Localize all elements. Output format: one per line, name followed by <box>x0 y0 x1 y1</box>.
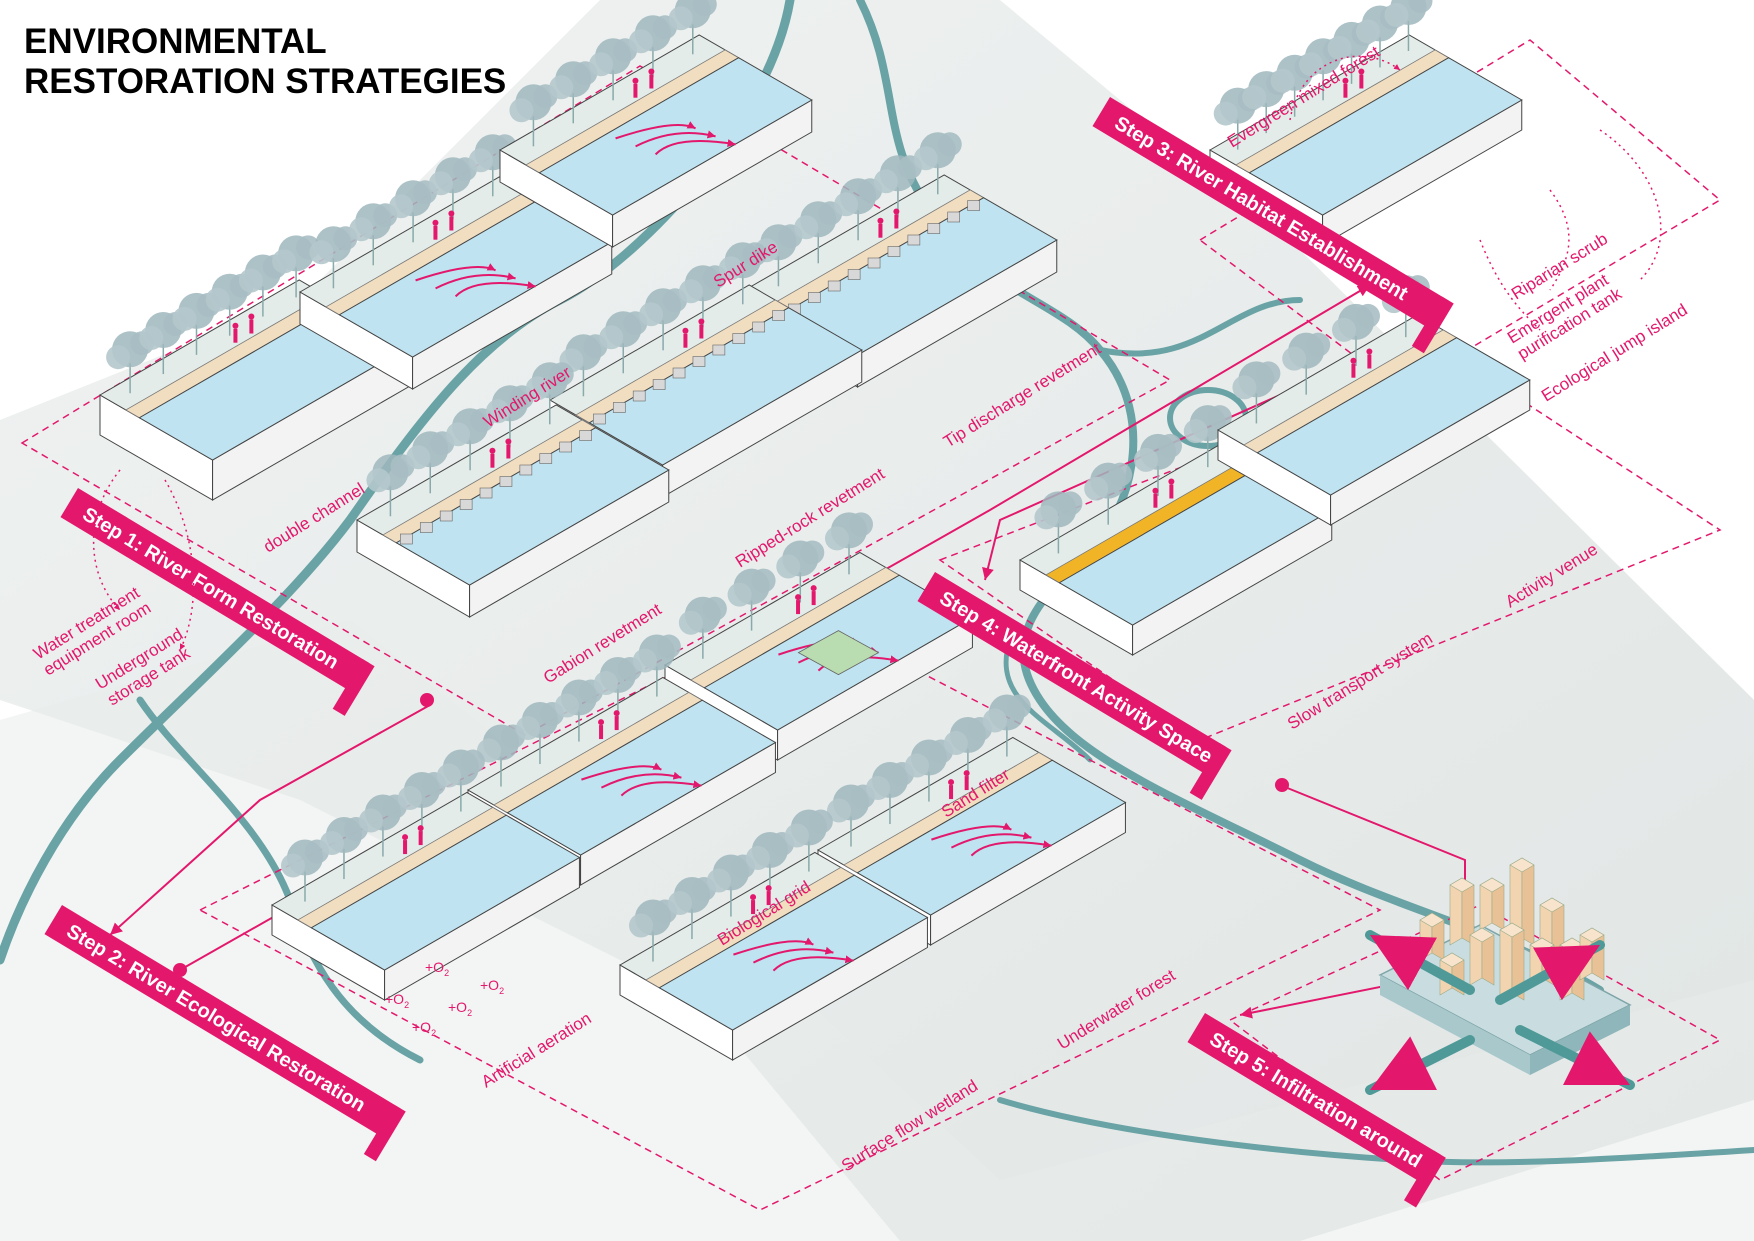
title-line2: RESTORATION STRATEGIES <box>24 62 507 101</box>
title-line1: ENVIRONMENTAL <box>24 22 327 61</box>
strategy-blocks <box>99 0 1531 1061</box>
block-winding-river <box>299 134 613 390</box>
title-block: ENVIRONMENTAL RESTORATION STRATEGIES <box>24 22 507 101</box>
svg-text:+O2: +O2 <box>480 977 504 996</box>
block-gabion <box>356 362 670 618</box>
svg-text:+O2: +O2 <box>412 1019 436 1038</box>
block-surface-flow-wetland <box>619 809 929 1061</box>
svg-text:+O2: +O2 <box>385 991 409 1010</box>
svg-text:+O2: +O2 <box>425 959 449 978</box>
block-artificial-aeration <box>271 749 581 1001</box>
block-slow-transport <box>1019 405 1333 656</box>
block-spur-dike <box>499 0 813 248</box>
infiltration-buildings <box>1365 857 1635 1095</box>
svg-text:+O2: +O2 <box>448 999 472 1018</box>
annotation-leaders <box>92 55 1662 651</box>
aeration-marks: +O2 +O2 +O2 +O2 +O2 <box>385 959 504 1038</box>
block-activity-venue <box>1217 275 1531 526</box>
